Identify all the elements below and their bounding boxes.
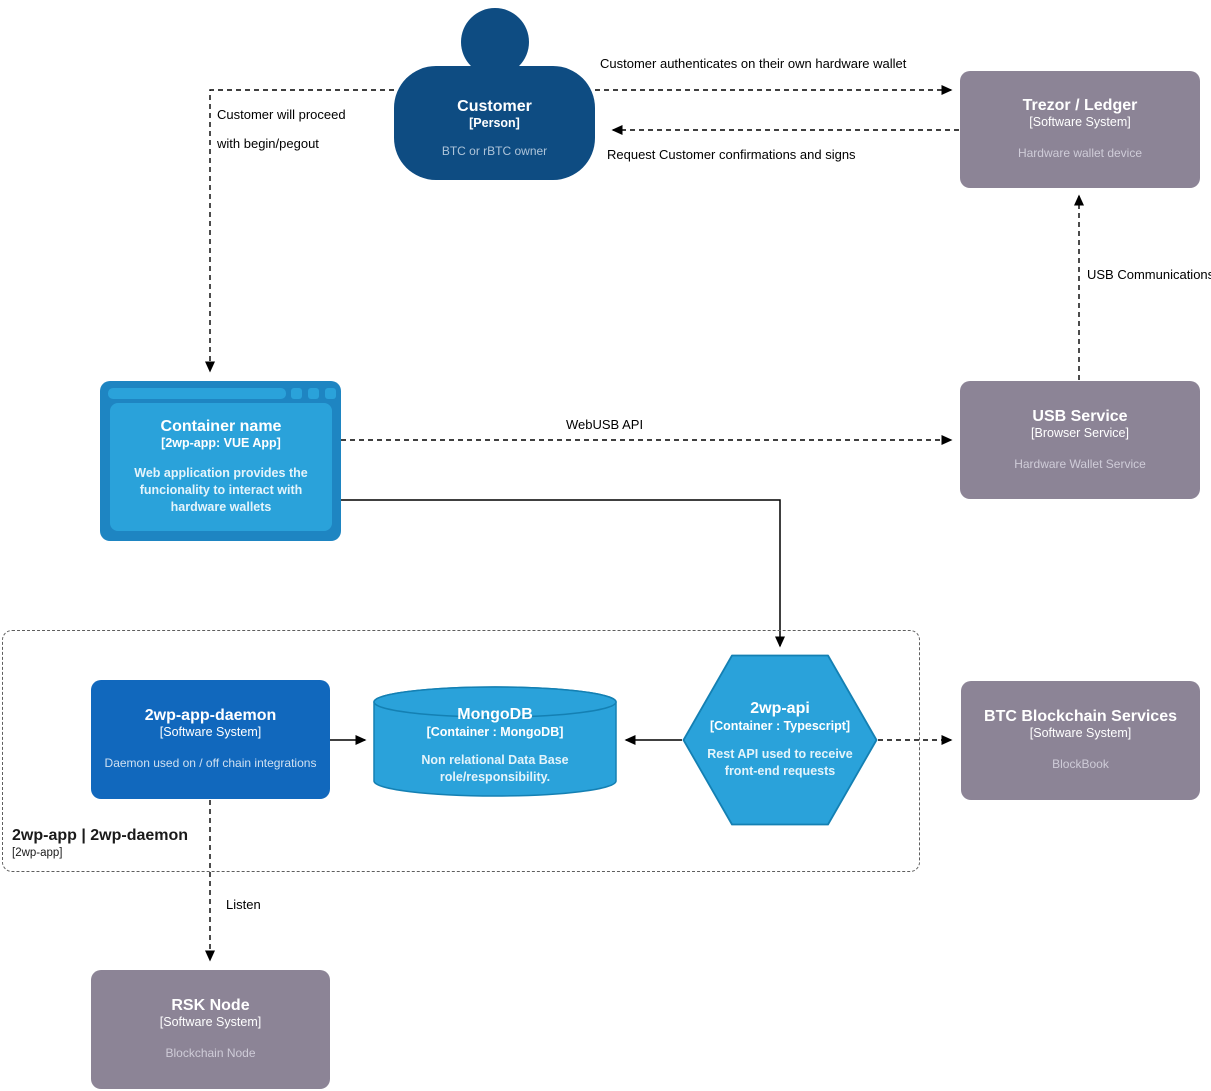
node-subtitle: [Software System] [1029,726,1132,741]
edge-label-request-confirmations: Request Customer confirmations and signs [607,147,856,162]
node-title: Container name [160,417,282,435]
mongodb-node[interactable]: MongoDB [Container : MongoDB] Non relati… [373,686,617,797]
node-subtitle: [2wp-app: VUE App] [161,436,281,451]
edge-customer-to-container [205,89,394,373]
edge-container-to-api [341,499,785,648]
node-title: RSK Node [171,997,250,1014]
node-title: 2wp-app-daemon [144,707,277,724]
btc-services-node[interactable]: BTC Blockchain Services [Software System… [961,681,1200,800]
container-name-node[interactable]: Container name [2wp-app: VUE App] Web ap… [100,381,341,541]
boundary-title: 2wp-app | 2wp-daemon [12,827,189,844]
browser-address-bar-icon [108,388,286,399]
edge-label-usb-communications: USB Communications [1087,267,1211,282]
cylinder-icon [373,686,617,797]
node-title: BTC Blockchain Services [984,708,1177,725]
hexagon-icon [682,654,878,826]
trezor-ledger-node[interactable]: Trezor / Ledger [Software System] Hardwa… [960,71,1200,188]
browser-button-icon [308,388,319,399]
node-title: USB Service [1032,407,1128,425]
person-head-icon [461,8,529,76]
node-description: BlockBook [1052,757,1109,772]
rsk-node[interactable]: RSK Node [Software System] Blockchain No… [91,970,330,1089]
edge-label-webusb: WebUSB API [566,417,644,432]
usb-service-node[interactable]: USB Service [Browser Service] Hardware W… [960,381,1200,499]
node-description: Web application provides the funcionalit… [134,466,308,515]
node-subtitle: [Browser Service] [1031,425,1129,440]
node-subtitle: [Software System] [159,1015,262,1030]
boundary-2wp-app[interactable] [2,630,920,872]
node-title: Trezor / Ledger [1022,97,1138,114]
node-description: BTC or rBTC owner [441,144,548,159]
edge-label-listen: Listen [226,897,261,912]
node-description: Blockchain Node [165,1046,256,1061]
edge-label-proceed-line1: Customer will proceed [217,107,346,122]
node-subtitle: [Software System] [159,725,262,740]
edge-label-authenticates: Customer authenticates on their own hard… [600,56,907,71]
node-subtitle: [Software System] [1029,115,1131,130]
node-description: Hardware wallet device [1017,146,1143,161]
api-node[interactable]: 2wp-api [Container : Typescript] Rest AP… [682,654,878,826]
node-description: Daemon used on / off chain integrations [104,756,317,771]
browser-button-icon [291,388,302,399]
edge-label-proceed-line2: with begin/pegout [217,136,319,151]
boundary-subtitle: [2wp-app] [12,847,63,859]
customer-person-node[interactable]: Customer [Person] BTC or rBTC owner [394,0,595,180]
boundary-label: 2wp-app | 2wp-daemon [2wp-app] [12,827,188,859]
node-description: Hardware Wallet Service [1014,456,1146,471]
daemon-node[interactable]: 2wp-app-daemon [Software System] Daemon … [91,680,330,799]
browser-button-icon [325,388,336,399]
node-subtitle: [Person] [469,116,520,131]
node-title: Customer [457,98,532,115]
